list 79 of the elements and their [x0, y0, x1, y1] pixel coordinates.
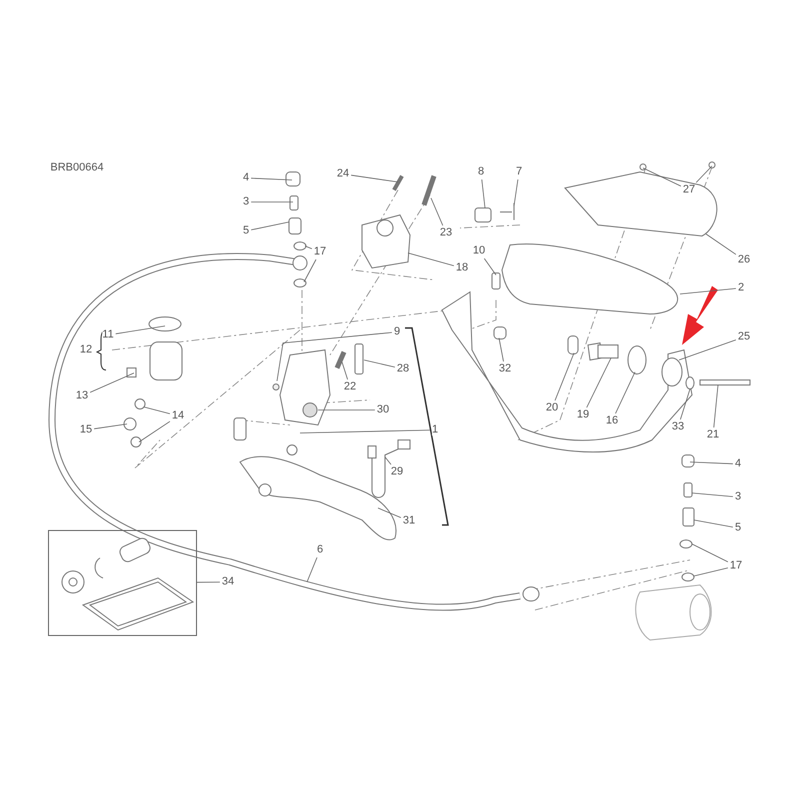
callout-number: 24: [336, 168, 350, 180]
callout-number: 14: [172, 410, 184, 422]
leader-line: [408, 252, 454, 266]
callout-number: 5: [734, 522, 742, 534]
leader-line: [384, 456, 392, 465]
leader-line: [554, 352, 574, 401]
leader-line: [90, 372, 134, 393]
callout-number: 8: [478, 166, 484, 178]
leader-line: [378, 508, 402, 518]
leader-line: [342, 362, 348, 380]
drawing-code: BRB00664: [50, 162, 104, 174]
leader-line: [713, 384, 718, 428]
leader-line: [300, 430, 430, 434]
callout-number: 25: [738, 332, 750, 342]
callout-number: 19: [576, 410, 590, 420]
leader-line: [680, 288, 736, 294]
leader-line: [306, 557, 318, 582]
callout-number: 3: [242, 196, 250, 208]
leader-line: [304, 246, 312, 250]
callout-number: 29: [390, 466, 404, 478]
leader-line: [115, 326, 166, 334]
leader-line: [350, 174, 398, 182]
leader-line: [250, 222, 290, 230]
callout-number: 17: [730, 560, 742, 572]
callout-number: 27: [682, 184, 696, 196]
callout-number: 32: [498, 364, 512, 374]
callout-number: 12: [80, 344, 92, 356]
leader-line: [586, 358, 612, 408]
callout-number: 13: [76, 390, 88, 402]
leader-line: [250, 178, 292, 180]
kit-frame: [48, 530, 197, 636]
leader-line: [94, 424, 128, 430]
callout-number: 9: [394, 326, 400, 338]
leader-line: [430, 198, 444, 226]
leader-line: [498, 338, 504, 362]
callout-number: 5: [242, 226, 250, 236]
callout-number: 22: [344, 382, 356, 392]
leader-line: [138, 421, 170, 442]
callout-number: 28: [396, 364, 410, 374]
leader-line: [678, 340, 736, 360]
callout-number: 2: [738, 282, 744, 294]
callout-number: 4: [734, 458, 742, 470]
leader-line: [690, 462, 734, 464]
callout-number: 20: [546, 402, 558, 414]
leader-line: [484, 258, 496, 276]
callout-number: 6: [316, 544, 324, 556]
callout-number: 4: [242, 172, 250, 184]
leader-line: [642, 168, 682, 186]
callout-number: 17: [314, 246, 326, 258]
callout-number: 34: [222, 576, 234, 588]
callout-number: 16: [606, 416, 618, 426]
leader-line: [144, 406, 170, 414]
leader-line: [694, 520, 734, 528]
leader-line: [196, 582, 220, 583]
callout-number: 1: [432, 424, 438, 436]
leader-line: [364, 360, 396, 368]
leader-line: [514, 179, 518, 206]
leader-line: [304, 259, 316, 282]
callout-number: 26: [738, 254, 750, 266]
leader-line: [680, 388, 690, 420]
callout-number: 30: [376, 404, 390, 416]
leader-line: [276, 332, 392, 382]
leader-line: [706, 234, 736, 255]
leader-line: [615, 372, 636, 414]
leader-line: [481, 179, 486, 208]
callout-number: 31: [402, 516, 416, 526]
callout-number: 21: [706, 430, 720, 440]
callout-number: 23: [440, 228, 452, 238]
callout-number: 3: [734, 492, 742, 502]
callout-number: 15: [80, 424, 92, 436]
leader-line: [696, 166, 712, 183]
callout-number: 7: [516, 166, 522, 178]
callout-number: 10: [472, 246, 486, 256]
callout-number: 18: [456, 262, 468, 274]
leader-line: [692, 492, 734, 497]
leader-line: [692, 544, 728, 562]
callout-number: 33: [672, 422, 684, 432]
leader-line: [694, 568, 728, 576]
callout-number: 11: [102, 330, 114, 340]
